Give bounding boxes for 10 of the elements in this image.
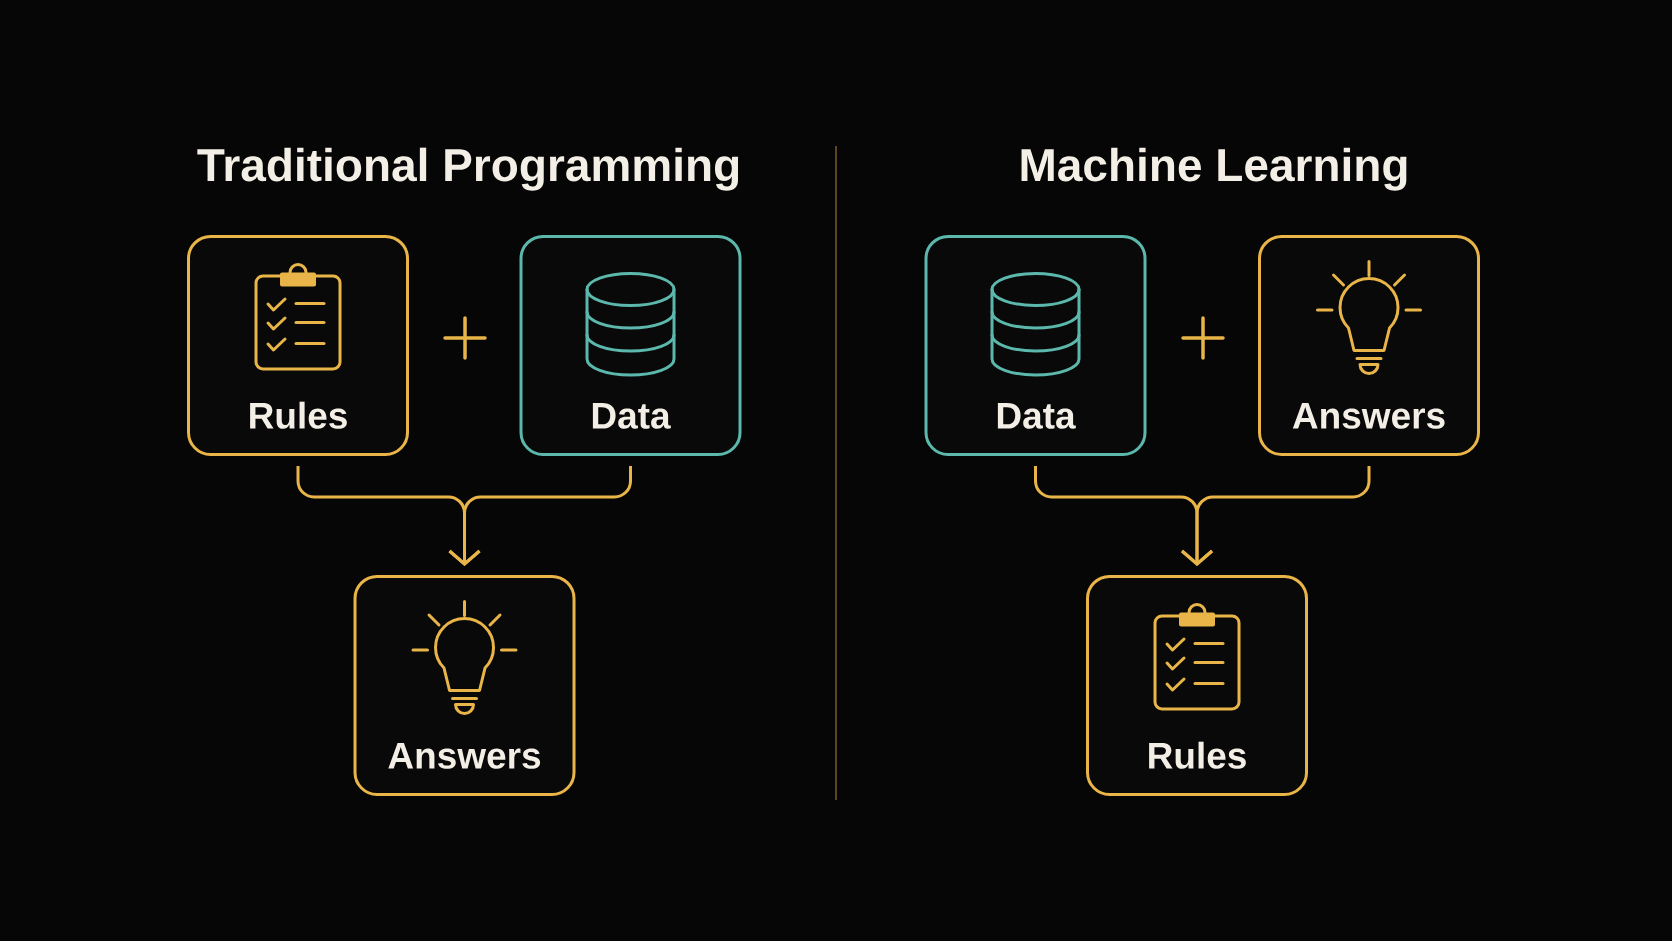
connector-arrow [1181, 466, 1371, 566]
connector-arrow [448, 466, 632, 566]
labeled-box: Answers [1258, 235, 1480, 456]
labeled-box: Rules [1086, 575, 1308, 796]
labeled-box: Data [924, 235, 1147, 456]
panel-heading: Machine Learning [1021, 147, 1407, 191]
labeled-box: Data [519, 235, 742, 456]
labeled-box: Answers [353, 575, 576, 796]
panel-heading: Traditional Programming [197, 147, 739, 191]
labeled-box: Rules [187, 235, 409, 456]
